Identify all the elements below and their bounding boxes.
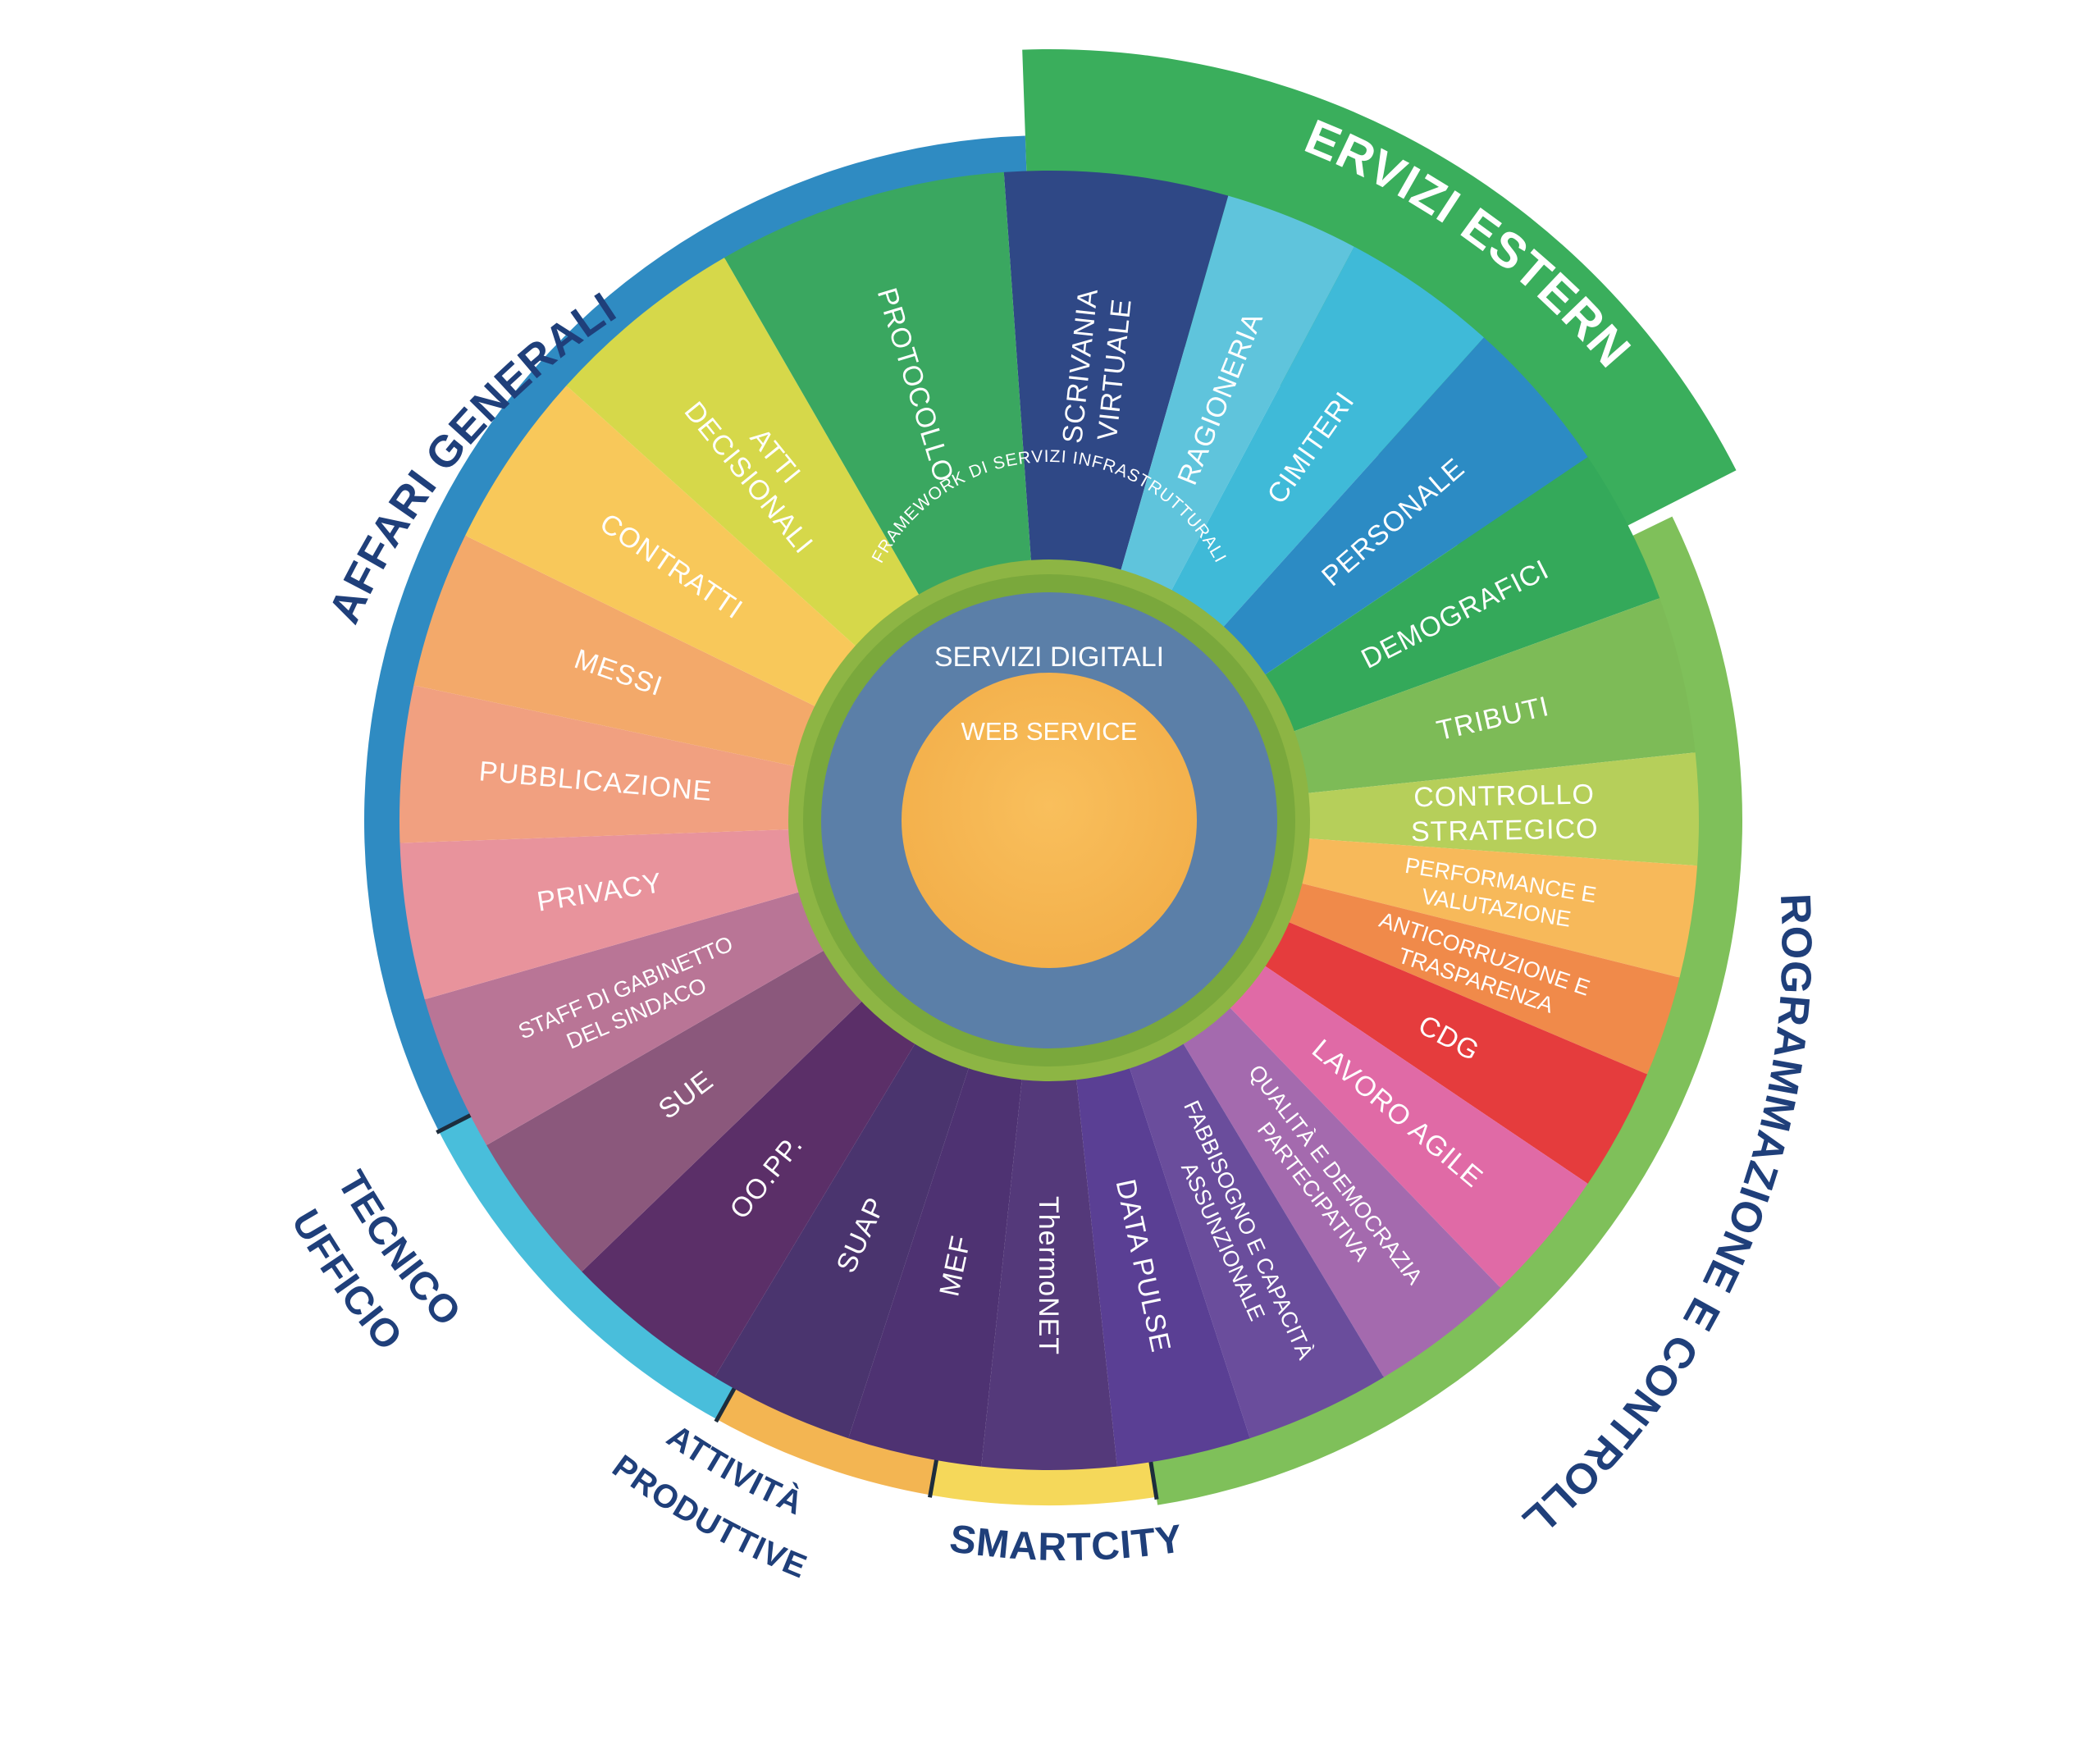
group-band-ufficio-tecnico bbox=[439, 1114, 736, 1420]
segment-cimiteri bbox=[1170, 246, 1484, 629]
segment-controllo-strategico bbox=[1305, 752, 1699, 866]
segment-label-line: ThermoNET bbox=[1033, 1196, 1064, 1355]
segment-privacy bbox=[399, 829, 802, 1000]
segment-atti-decisionali bbox=[566, 258, 920, 648]
group-separator bbox=[1148, 1459, 1159, 1500]
group-separator bbox=[714, 1386, 737, 1423]
group-separator bbox=[928, 1458, 939, 1498]
segment-fabbisogno-capacita bbox=[1129, 1041, 1384, 1439]
web-service-core bbox=[902, 673, 1197, 968]
digital-services-label: SERVIZI DIGITALI bbox=[934, 642, 1164, 673]
segment-lavoro-agile bbox=[1228, 964, 1588, 1288]
segment-cdg bbox=[1262, 920, 1648, 1184]
segment-label-line: STRATEGICO bbox=[1411, 813, 1599, 847]
segment-ragioneria bbox=[1120, 195, 1354, 593]
segment-staff-gabinetto bbox=[424, 891, 827, 1145]
segment-scrivania-virtuale bbox=[1003, 171, 1229, 573]
segment-sue bbox=[486, 949, 865, 1272]
segment-protocollo bbox=[724, 171, 1032, 598]
segment-oo-pp bbox=[582, 999, 917, 1377]
group-band-programmazione-controllo bbox=[1150, 516, 1743, 1505]
service-segments bbox=[399, 171, 1699, 1471]
segment-pubblicazione bbox=[399, 685, 797, 843]
group-label-smartcity: SMARTCITY bbox=[947, 1517, 1185, 1569]
segment-messi bbox=[413, 535, 818, 767]
group-band-smartcity bbox=[930, 1458, 1157, 1505]
segment-performance-valutazione bbox=[1299, 838, 1698, 978]
segment-label-controllo-strategico: CONTROLLOSTRATEGICO bbox=[1410, 779, 1599, 847]
segment-thermonet bbox=[981, 1076, 1117, 1471]
group-band-attivita-produttive bbox=[717, 1386, 937, 1496]
segment-demografici bbox=[1262, 457, 1660, 733]
web-service-label: WEB SERVICE bbox=[961, 717, 1138, 746]
segment-tributi bbox=[1291, 598, 1696, 794]
segment-label-line: CONTROLLO bbox=[1413, 779, 1595, 813]
segment-personale bbox=[1221, 337, 1588, 677]
group-separator bbox=[436, 1112, 473, 1135]
group-band-affari-generali bbox=[364, 135, 1027, 1132]
segment-suap bbox=[714, 1041, 970, 1439]
segment-anticorruzione-trasparenza bbox=[1286, 882, 1680, 1075]
segment-mef bbox=[848, 1065, 1023, 1467]
segment-qualita-democrazia bbox=[1181, 1005, 1501, 1377]
segment-contratti bbox=[465, 386, 858, 708]
segment-label-thermonet: ThermoNET bbox=[1033, 1196, 1064, 1355]
group-label-smartcity-text: SMARTCITY bbox=[947, 1517, 1186, 1569]
segment-data-pulse bbox=[1075, 1065, 1250, 1467]
